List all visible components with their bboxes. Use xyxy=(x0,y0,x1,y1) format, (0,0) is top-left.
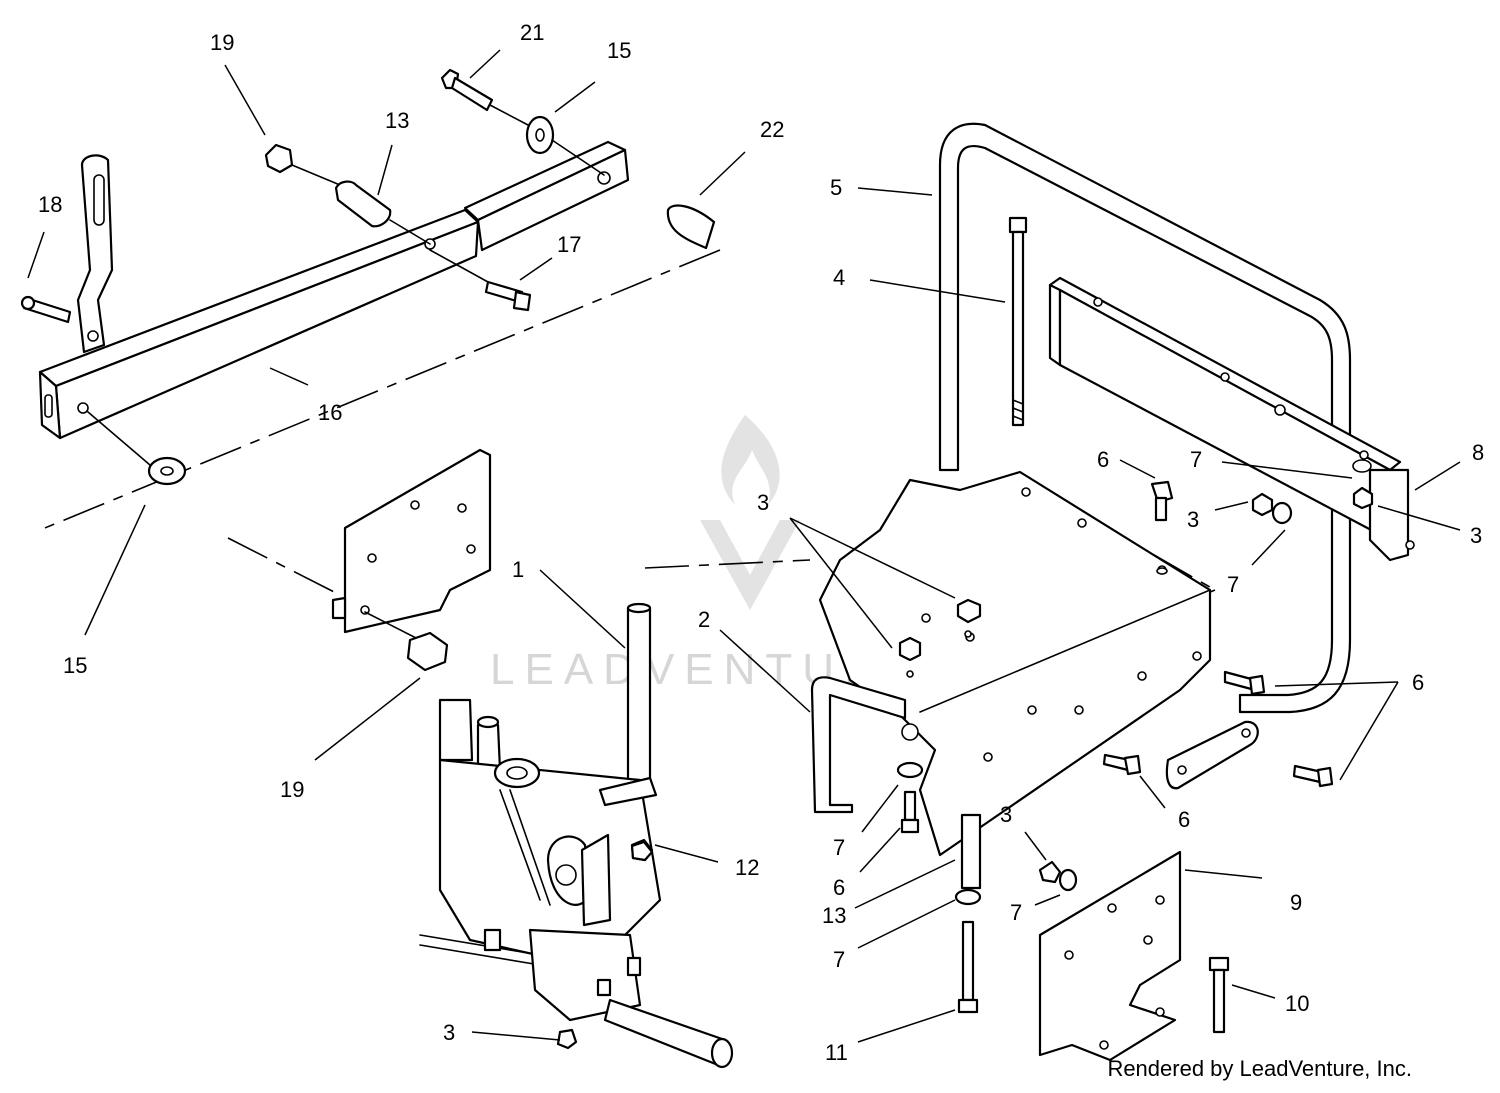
callout-21: 21 xyxy=(520,20,544,45)
callout-7-mid: 7 xyxy=(1227,572,1239,597)
callouts: 21 19 15 13 22 18 17 16 15 1 19 2 3 5 4 … xyxy=(38,20,1484,1065)
callout-7-lower-right: 7 xyxy=(1010,900,1022,925)
callout-19: 19 xyxy=(210,30,234,55)
callout-10: 10 xyxy=(1285,991,1309,1016)
callout-2: 2 xyxy=(698,607,710,632)
callout-19-lower: 19 xyxy=(280,777,304,802)
callout-9: 9 xyxy=(1290,890,1302,915)
rod-2 xyxy=(810,676,919,814)
callout-17: 17 xyxy=(557,232,581,257)
callout-8: 8 xyxy=(1472,440,1484,465)
bar-22 xyxy=(463,140,630,252)
callout-5: 5 xyxy=(830,175,842,200)
rollbar-5 xyxy=(938,122,1352,714)
rod-1 xyxy=(626,602,652,792)
callout-18: 18 xyxy=(38,192,62,217)
transaxle xyxy=(419,698,734,1069)
plate-left xyxy=(331,448,492,672)
bracket-8 xyxy=(1048,276,1415,562)
leader-lines xyxy=(27,49,1461,1043)
callout-3-right: 3 xyxy=(1470,523,1482,548)
callout-1: 1 xyxy=(512,557,524,582)
callout-6-right: 6 xyxy=(1412,670,1424,695)
bolt-4 xyxy=(1008,216,1028,427)
callout-3-lower: 3 xyxy=(1000,802,1012,827)
callout-3-bottom: 3 xyxy=(443,1020,455,1045)
strap-6 xyxy=(1165,720,1259,790)
callout-3-mid: 3 xyxy=(1187,507,1199,532)
callout-7-bottom: 7 xyxy=(833,947,845,972)
callout-15: 15 xyxy=(607,38,631,63)
callout-6-left: 6 xyxy=(833,875,845,900)
pan-main xyxy=(818,470,1212,857)
hardware-right xyxy=(630,459,1374,1034)
bar-16 xyxy=(38,208,480,440)
callout-15-lower: 15 xyxy=(63,653,87,678)
callout-6-lower: 6 xyxy=(1178,807,1190,832)
callout-22: 22 xyxy=(760,117,784,142)
callout-7-top: 7 xyxy=(1190,447,1202,472)
callout-3-center: 3 xyxy=(757,490,769,515)
callout-7-left: 7 xyxy=(833,835,845,860)
callout-4: 4 xyxy=(833,265,845,290)
callout-11: 11 xyxy=(825,1040,848,1065)
callout-6-top: 6 xyxy=(1097,447,1109,472)
bracket-18 xyxy=(20,154,114,354)
credit-text: Rendered by LeadVenture, Inc. xyxy=(1107,1056,1412,1081)
callout-13: 13 xyxy=(385,108,409,133)
callout-16: 16 xyxy=(318,400,342,425)
plate-9 xyxy=(1038,850,1182,1062)
hardware-top xyxy=(87,68,716,486)
callout-12: 12 xyxy=(735,855,759,880)
callout-13-lower: 13 xyxy=(822,903,846,928)
